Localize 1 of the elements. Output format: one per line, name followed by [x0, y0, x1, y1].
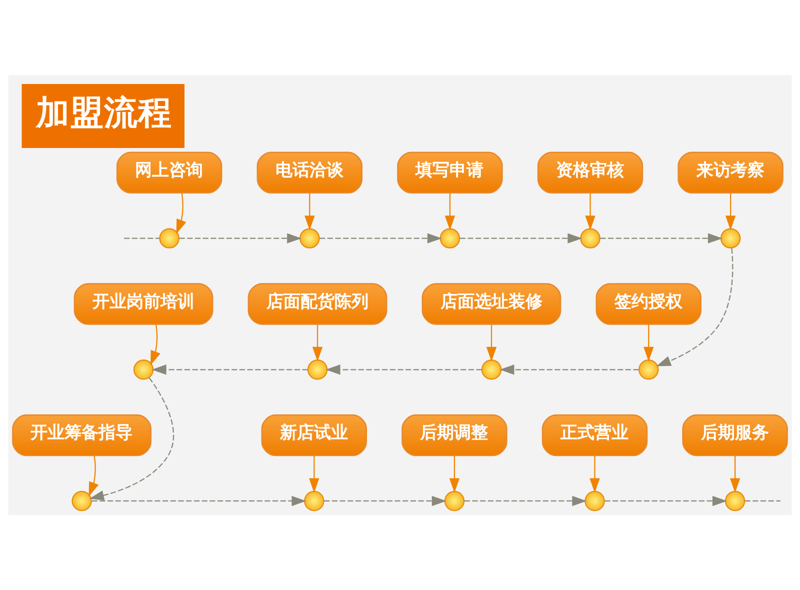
diagram-title: 加盟流程: [36, 92, 172, 132]
